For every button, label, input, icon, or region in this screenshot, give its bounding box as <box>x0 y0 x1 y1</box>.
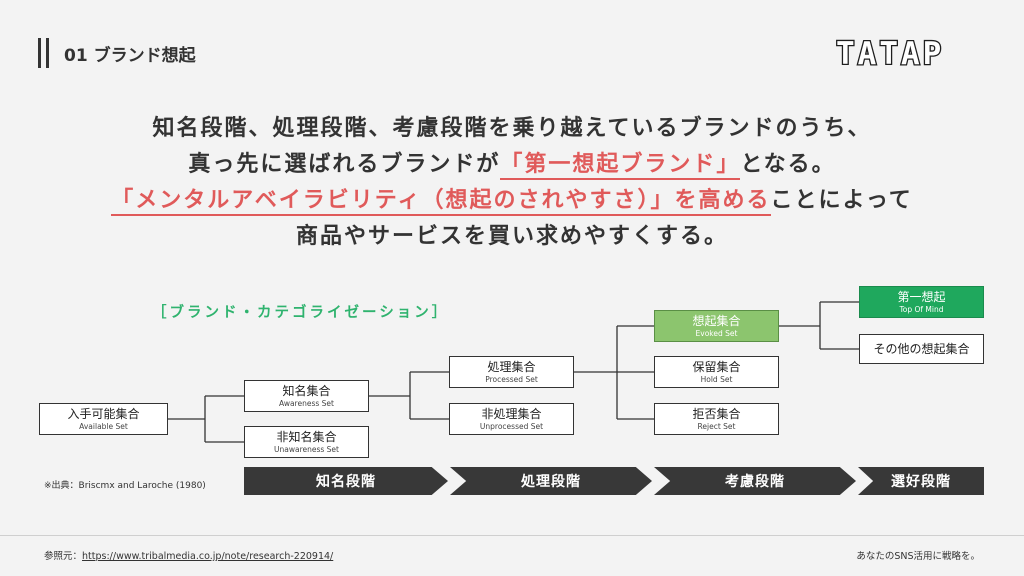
node-unprocessed-jp: 非処理集合 <box>481 406 542 421</box>
node-processed-jp: 処理集合 <box>487 359 536 374</box>
node-available-jp: 入手可能集合 <box>67 406 140 421</box>
source-note: ※出典：Briscmx and Laroche (1980) <box>44 481 206 491</box>
node-awareness-set: 知名集合 Awareness Set <box>244 380 369 412</box>
header-bars-icon <box>38 38 52 68</box>
node-other-evoked-jp: その他の想起集合 <box>873 341 970 356</box>
node-processed-en: Processed Set <box>485 374 538 384</box>
node-top-of-mind-en: Top Of Mind <box>899 304 944 314</box>
node-other-evoked: その他の想起集合 <box>859 334 984 364</box>
headline-line-2: 真っ先に選ばれるブランドが「第一想起ブランド」となる。 <box>0 146 1024 180</box>
headline-line-2-post: となる。 <box>740 152 836 177</box>
stage-awareness: 知名段階 <box>244 467 448 495</box>
node-awareness-jp: 知名集合 <box>282 383 331 398</box>
footer-reference: 参照元：https://www.tribalmedia.co.jp/note/r… <box>44 548 333 562</box>
node-hold-jp: 保留集合 <box>692 359 741 374</box>
node-reject-en: Reject Set <box>697 421 736 431</box>
node-evoked-set: 想起集合 Evoked Set <box>654 310 779 342</box>
node-reject-jp: 拒否集合 <box>692 406 741 421</box>
section-title: 01 ブランド想起 <box>64 46 196 66</box>
node-unprocessed-en: Unprocessed Set <box>479 421 544 431</box>
node-available-en: Available Set <box>79 421 128 431</box>
footer-divider <box>0 535 1024 536</box>
node-awareness-en: Awareness Set <box>279 398 334 408</box>
footer-tagline: あなたのSNS活用に戦略を。 <box>856 551 980 562</box>
node-evoked-en: Evoked Set <box>695 328 738 338</box>
diagram-heading: ［ブランド・カテゴライゼーション］ <box>152 305 450 321</box>
headline-highlight-mental-availability: 「メンタルアベイラビリティ（想起のされやすさ）」を高める <box>111 188 771 216</box>
node-unawareness-jp: 非知名集合 <box>276 429 337 444</box>
footer-ref-link[interactable]: https://www.tribalmedia.co.jp/note/resea… <box>82 551 334 562</box>
node-unprocessed-set: 非処理集合 Unprocessed Set <box>449 403 574 435</box>
headline-line-2-pre: 真っ先に選ばれるブランドが <box>188 152 501 177</box>
stage-preference: 選好段階 <box>858 467 984 495</box>
headline-line-3: 「メンタルアベイラビリティ（想起のされやすさ）」を高めることによって <box>0 182 1024 216</box>
tatap-logo: TATAP <box>835 35 945 74</box>
node-unawareness-en: Unawareness Set <box>274 444 339 454</box>
node-evoked-jp: 想起集合 <box>692 313 741 328</box>
node-top-of-mind-jp: 第一想起 <box>897 289 946 304</box>
node-processed-set: 処理集合 Processed Set <box>449 356 574 388</box>
footer-ref-label: 参照元： <box>44 551 83 562</box>
node-hold-en: Hold Set <box>700 374 733 384</box>
stage-processing: 処理段階 <box>450 467 652 495</box>
node-unawareness-set: 非知名集合 Unawareness Set <box>244 426 369 458</box>
headline-line-1: 知名段階、処理段階、考慮段階を乗り越えているブランドのうち、 <box>152 116 872 141</box>
node-available-set: 入手可能集合 Available Set <box>39 403 168 435</box>
headline-highlight-top-of-mind: 「第一想起ブランド」 <box>500 152 741 180</box>
stage-consideration: 考慮段階 <box>654 467 856 495</box>
headline-line-4: 商品やサービスを買い求めやすくする。 <box>295 224 728 249</box>
node-top-of-mind: 第一想起 Top Of Mind <box>859 286 984 318</box>
node-hold-set: 保留集合 Hold Set <box>654 356 779 388</box>
headline-line-3-post: ことによって <box>770 188 913 213</box>
node-reject-set: 拒否集合 Reject Set <box>654 403 779 435</box>
